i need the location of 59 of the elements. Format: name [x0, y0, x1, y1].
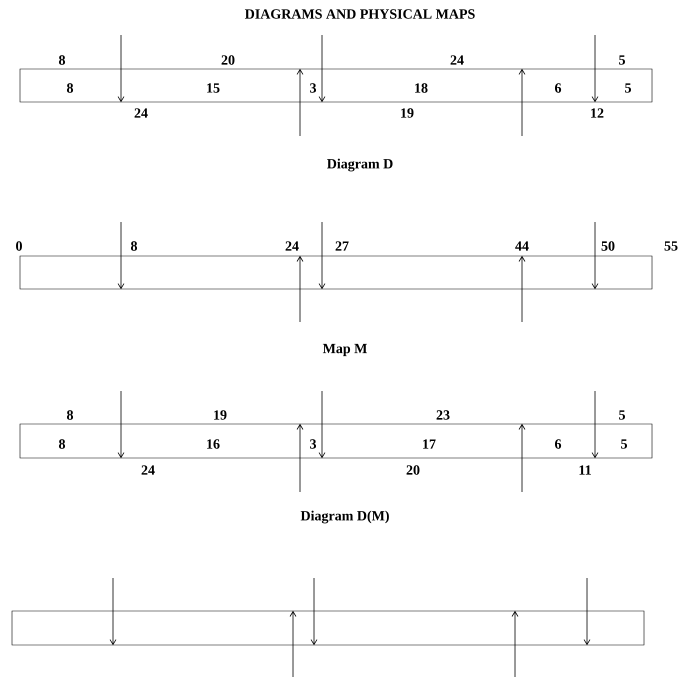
position-label: 50: [602, 241, 614, 251]
fragment-length: 19: [214, 410, 226, 420]
map-bar: [12, 610, 644, 646]
title: DIAGRAMS AND PHYSICAL MAPS: [244, 9, 475, 19]
cut-site-arrow: [118, 34, 124, 102]
segment-length: 17: [423, 439, 436, 449]
segment-length: 18: [415, 83, 428, 93]
cut-site-arrow: [296, 68, 304, 136]
segment-length: 8: [58, 439, 66, 449]
fragment-length: 12: [591, 108, 604, 118]
cut-site-arrow: [512, 610, 518, 678]
cut-site-arrow: [518, 424, 526, 492]
cut-site-arrow: [592, 390, 598, 458]
position-label: 24: [286, 241, 299, 251]
segment-length: 5: [621, 439, 627, 449]
cut-site-arrow: [318, 222, 326, 290]
cut-site-arrow: [296, 424, 304, 492]
cut-site-arrow: [518, 68, 526, 136]
map-bar: [20, 256, 652, 290]
segment-length: 5: [625, 83, 631, 93]
diagram-caption: Map M: [322, 344, 367, 356]
position-label: 27: [336, 241, 349, 251]
cut-site-arrow: [318, 34, 326, 102]
fragment-length: 8: [58, 55, 66, 65]
segment-length: 8: [66, 83, 74, 93]
cut-site-arrow: [290, 610, 296, 678]
fragment-length: 20: [406, 465, 420, 475]
fragment-length: 23: [436, 410, 450, 420]
fragment-length: 24: [134, 108, 148, 118]
cut-site-arrow: [110, 578, 116, 646]
cut-site-arrow: [118, 222, 124, 290]
diagram-caption: Diagram D(M): [300, 510, 389, 524]
fragment-length: 11: [580, 465, 591, 475]
fragment-length: 8: [66, 410, 74, 420]
segment-length: 6: [555, 439, 562, 449]
fragment-length: 19: [401, 108, 414, 118]
fragment-length: 5: [619, 55, 625, 65]
segment-length: 15: [207, 83, 220, 93]
cut-site-arrow: [592, 222, 598, 290]
diagram-caption: Diagram D: [327, 158, 393, 172]
segment-length: 16: [207, 439, 220, 449]
position-label: 44: [515, 241, 529, 251]
cut-site-arrow: [118, 390, 124, 458]
cut-site-arrow: [518, 256, 526, 322]
fragment-length: 5: [619, 410, 625, 420]
fragment-length: 20: [222, 55, 234, 65]
segment-length: 3: [310, 83, 316, 93]
position-label: 0: [16, 241, 22, 251]
cut-site-arrow: [310, 578, 318, 646]
cut-site-arrow: [584, 578, 590, 646]
segment-length: 3: [310, 439, 316, 449]
fragment-length: 24: [142, 465, 155, 475]
segment-length: 6: [555, 83, 562, 93]
position-label: 55: [664, 241, 678, 251]
cut-site-arrow: [296, 256, 304, 322]
fragment-length: 24: [450, 55, 464, 65]
cut-site-arrow: [592, 34, 598, 102]
cut-site-arrow: [318, 390, 326, 458]
position-label: 8: [130, 241, 138, 251]
